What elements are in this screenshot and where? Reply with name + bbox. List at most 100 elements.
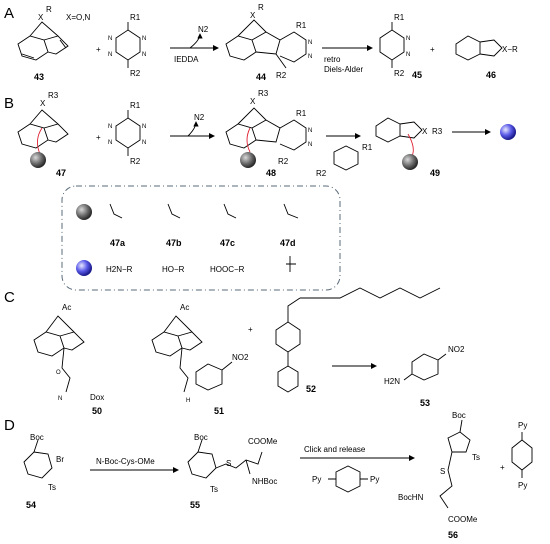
plus-c: + bbox=[248, 325, 253, 334]
compound-55-structure bbox=[187, 439, 263, 479]
blue-ball-product bbox=[500, 124, 516, 140]
label-50-dox: Dox bbox=[90, 393, 104, 402]
dipyridyl-pyridazine bbox=[511, 432, 533, 478]
label-45-r1: R1 bbox=[394, 13, 405, 22]
tetrazine-b-n2: N bbox=[142, 124, 146, 130]
label-50-ac: Ac bbox=[62, 303, 71, 312]
panel-b: B X R3 47 + R1 R2 N N N N N2 bbox=[4, 89, 516, 291]
label-56-coome: COOMe bbox=[448, 515, 478, 524]
label-55-coome: COOMe bbox=[248, 437, 278, 446]
compound-56-number: 56 bbox=[448, 530, 458, 540]
label-48-r1: R1 bbox=[296, 109, 307, 118]
label-43-r: R bbox=[46, 5, 52, 14]
label-d-py-left: Py bbox=[312, 475, 321, 484]
legend-hoocr: HOOC−R bbox=[210, 265, 245, 274]
compound-51-number: 51 bbox=[214, 406, 224, 416]
panel-d-letter: D bbox=[4, 417, 15, 434]
panel-d: D Boc Br Ts 54 N-Boc-Cys-OMe Boc S COOMe… bbox=[4, 411, 533, 540]
legend-h2nr: H2N−R bbox=[106, 265, 133, 274]
compound-48-number: 48 bbox=[266, 168, 276, 178]
label-56-s: S bbox=[440, 467, 445, 476]
compound-43-structure bbox=[17, 21, 69, 61]
tetrazine-b bbox=[115, 110, 141, 156]
plus-d: + bbox=[500, 463, 505, 472]
grey-ball-49 bbox=[402, 154, 418, 170]
label-48-n2: N bbox=[308, 142, 312, 148]
grey-ball-48 bbox=[240, 152, 256, 168]
label-48-x: X bbox=[250, 97, 256, 106]
compound-46-structure bbox=[455, 35, 503, 61]
panel-c-letter: C bbox=[4, 289, 15, 306]
panel-a: A X R X=O,N 43 + N N N N R1 R2 N2 IEDDA bbox=[4, 3, 518, 82]
label-55-nhboc: NHBoc bbox=[252, 477, 277, 486]
label-54-boc: Boc bbox=[30, 433, 44, 442]
tetrazine-a-n2: N bbox=[142, 36, 146, 42]
compound-49-structure bbox=[375, 117, 423, 157]
panel-a-letter: A bbox=[4, 5, 14, 22]
label-51-ac: Ac bbox=[180, 303, 189, 312]
compound-45-number: 45 bbox=[412, 70, 422, 80]
compound-53-structure bbox=[403, 353, 447, 381]
tetrazine-a-n1: N bbox=[108, 36, 112, 42]
compound-47-structure bbox=[17, 109, 69, 155]
label-54-br: Br bbox=[56, 455, 64, 464]
legend-label-47a: 47a bbox=[110, 238, 126, 248]
label-retro-1: retro bbox=[324, 55, 341, 64]
compound-50-number: 50 bbox=[92, 406, 102, 416]
label-50-n: N bbox=[58, 396, 62, 402]
panel-c: C Ac O N Dox 50 Ac NO2 H 51 + bbox=[4, 287, 465, 416]
tetrazine-a bbox=[115, 22, 141, 68]
legend-label-47b: 47b bbox=[166, 238, 182, 248]
label-45-n1: N bbox=[406, 36, 410, 42]
legend-hor: HO−R bbox=[162, 265, 185, 274]
tetrazine-b-r1: R1 bbox=[130, 101, 141, 110]
compound-54-structure bbox=[23, 439, 53, 479]
tetrazine-a-r1: R1 bbox=[130, 13, 141, 22]
compound-50-structure bbox=[33, 315, 85, 393]
compound-53-number: 53 bbox=[420, 398, 430, 408]
compound-56-structure bbox=[439, 419, 471, 509]
compound-55-number: 55 bbox=[190, 500, 200, 510]
label-47-r3: R3 bbox=[48, 91, 59, 100]
label-d-py-right: Py bbox=[370, 475, 379, 484]
label-53-h2n: H2N bbox=[384, 377, 400, 386]
compound-52-structure bbox=[275, 287, 441, 393]
label-55-boc: Boc bbox=[194, 433, 208, 442]
grey-ball-47 bbox=[30, 152, 46, 168]
legend-label-47c: 47c bbox=[220, 238, 235, 248]
label-45-r2: R2 bbox=[394, 69, 405, 78]
arrow-a-n2-release bbox=[189, 33, 203, 49]
label-44-n1: N bbox=[308, 40, 312, 46]
label-iedda: IEDDA bbox=[174, 55, 199, 64]
compound-47-number: 47 bbox=[56, 168, 66, 178]
label-b-py-r1: R1 bbox=[362, 143, 373, 152]
label-b-n2: N2 bbox=[194, 113, 205, 122]
compound-44-structure bbox=[225, 19, 307, 69]
label-55-ts: Ts bbox=[210, 485, 218, 494]
label-46-xr: X−R bbox=[502, 45, 518, 54]
compound-45-structure bbox=[379, 22, 405, 68]
label-50-o: O bbox=[56, 370, 61, 376]
dipyridyl-tetrazine bbox=[328, 465, 368, 493]
tetrazine-b-n1: N bbox=[108, 124, 112, 130]
label-a-n2: N2 bbox=[198, 25, 209, 34]
legend-linker-47b bbox=[167, 203, 181, 219]
tetrazine-b-n4: N bbox=[142, 140, 146, 146]
tetrazine-b-n3: N bbox=[108, 140, 112, 146]
label-x-note: X=O,N bbox=[66, 13, 90, 22]
label-49-x: X bbox=[422, 127, 428, 136]
plus-a2: + bbox=[430, 45, 435, 54]
label-51-h: H bbox=[186, 398, 190, 404]
label-b-py-r2: R2 bbox=[316, 169, 327, 178]
released-pyridazine bbox=[333, 145, 359, 171]
compound-52-number: 52 bbox=[306, 384, 316, 394]
label-d-click: Click and release bbox=[304, 445, 366, 454]
compound-49-number: 49 bbox=[430, 168, 440, 178]
compound-51-structure bbox=[151, 315, 233, 393]
label-43-x: X bbox=[38, 13, 44, 22]
label-56-boc: Boc bbox=[452, 411, 466, 420]
label-44-r2: R2 bbox=[276, 71, 287, 80]
legend-phosphate bbox=[286, 256, 296, 272]
label-48-r2: R2 bbox=[278, 157, 289, 166]
